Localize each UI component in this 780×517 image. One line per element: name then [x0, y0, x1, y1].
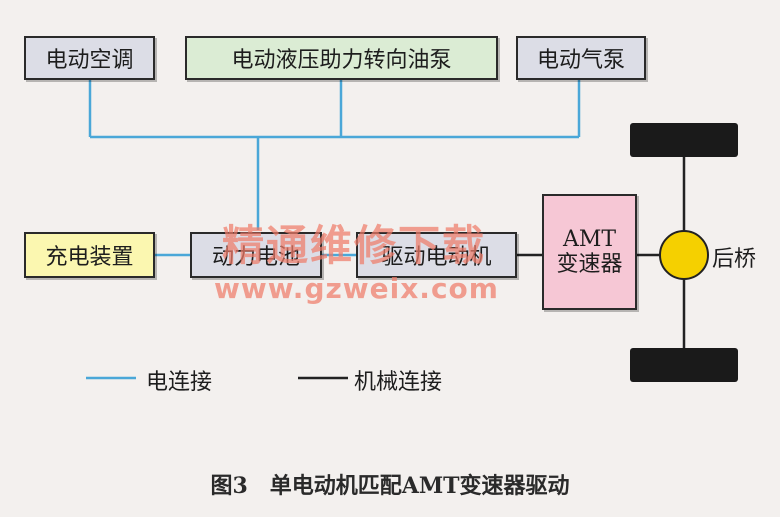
rear-wheel-top	[630, 123, 738, 157]
drive-motor-box: 驱动电动机	[356, 232, 517, 278]
rear-axle-label: 后桥	[712, 247, 757, 272]
battery-box: 动力电池	[190, 232, 322, 278]
air-pump-label: 电动气泵	[536, 48, 625, 73]
amt-label: AMT	[562, 226, 617, 252]
rear-axle-circle	[659, 230, 709, 280]
legend-mechanical-label: 机械连接	[354, 370, 443, 395]
charger-label: 充电装置	[45, 245, 134, 270]
steering-pump-label: 电动液压助力转向油泵	[231, 48, 452, 73]
electric-ac-label: 电动空调	[45, 48, 134, 73]
electric-connections	[86, 80, 581, 380]
legend-electric-label: 电连接	[146, 370, 213, 395]
electric-ac-box: 电动空调	[24, 36, 155, 80]
steering-pump-box: 电动液压助力转向油泵	[185, 36, 498, 80]
drive-motor-label: 驱动电动机	[381, 245, 492, 270]
battery-label: 动力电池	[211, 245, 300, 270]
figure-caption: 图3 单电动机匹配AMT变速器驱动	[210, 473, 570, 499]
air-pump-box: 电动气泵	[516, 36, 646, 80]
amt-gearbox-box: AMT 变速器	[542, 194, 637, 310]
rear-wheel-bottom	[630, 348, 738, 382]
charger-box: 充电装置	[24, 232, 155, 278]
gearbox-label: 变速器	[556, 252, 623, 277]
